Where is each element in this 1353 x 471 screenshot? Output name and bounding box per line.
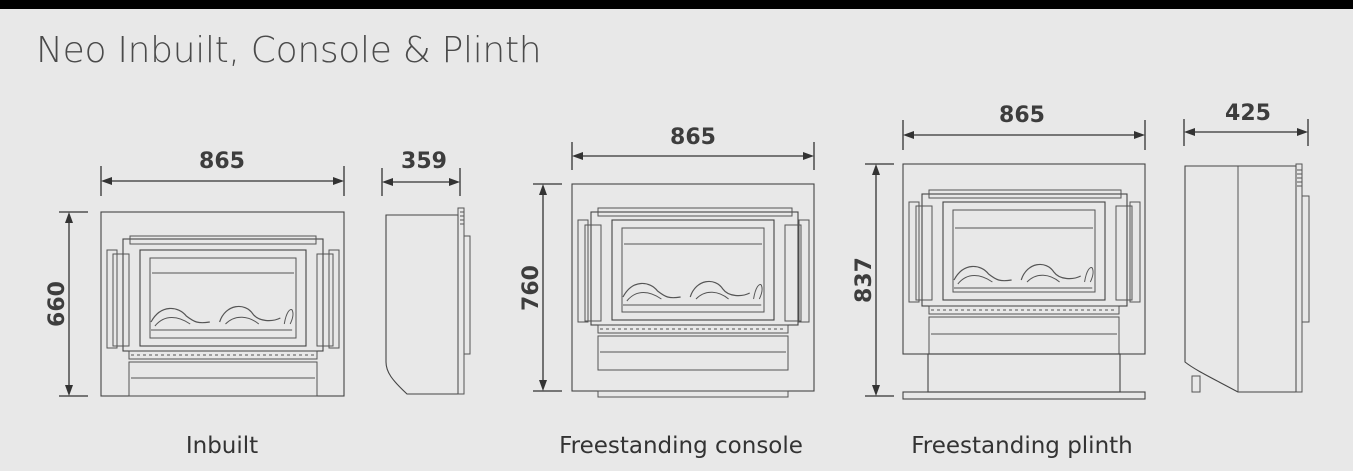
plinth-width-label: 865 — [999, 103, 1045, 128]
inbuilt-depth-label: 359 — [401, 149, 447, 174]
inbuilt-front-view — [100, 211, 345, 397]
plinth-height-dimension: 837 — [852, 163, 894, 397]
inbuilt-width-dimension: 865 — [100, 149, 345, 196]
plinth-height-label: 837 — [852, 257, 877, 303]
console-height-label: 760 — [519, 265, 544, 311]
console-caption: Freestanding console — [559, 433, 803, 459]
console-width-dimension: 865 — [571, 125, 815, 170]
inbuilt-width-label: 865 — [199, 149, 245, 174]
plinth-depth-dimension: 425 — [1183, 101, 1309, 146]
plinth-depth-label: 425 — [1225, 101, 1271, 126]
plinth-front-view — [902, 163, 1146, 400]
plinth-side-view — [1184, 163, 1310, 393]
console-width-label: 865 — [670, 125, 716, 150]
console-front-view — [571, 183, 815, 398]
plinth-caption: Freestanding plinth — [911, 433, 1133, 459]
inbuilt-height-label: 660 — [45, 281, 70, 327]
inbuilt-caption: Inbuilt — [186, 433, 258, 459]
plinth-width-dimension: 865 — [902, 103, 1146, 150]
console-height-dimension: 760 — [519, 183, 562, 392]
inbuilt-depth-dimension: 359 — [381, 149, 461, 196]
page-title: Neo Inbuilt, Console & Plinth — [36, 30, 542, 71]
inbuilt-height-dimension: 660 — [45, 211, 88, 397]
inbuilt-side-view — [385, 207, 471, 395]
